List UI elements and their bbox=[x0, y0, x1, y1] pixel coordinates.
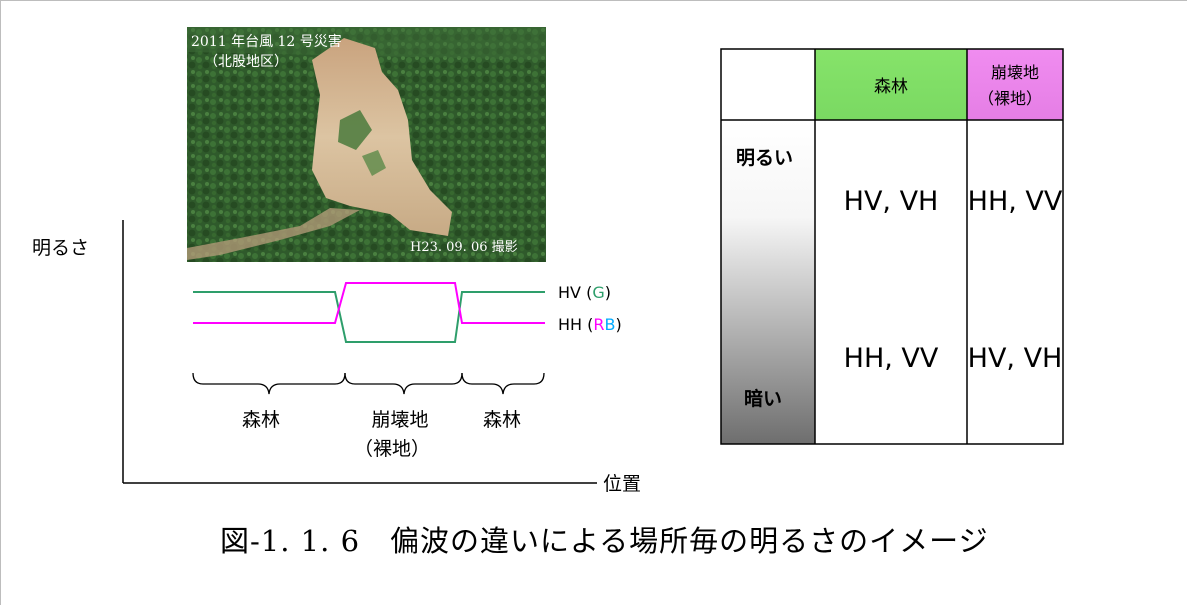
header-landslide-line2: （裸地） bbox=[978, 89, 1042, 108]
cell-dark-landslide: HV, VH bbox=[968, 343, 1063, 374]
landslide-scar bbox=[312, 38, 452, 236]
header-cell-landslide bbox=[967, 49, 1063, 120]
region-forest-left: 森林 bbox=[242, 409, 280, 431]
polarization-table: 森林 崩壊地 （裸地） 明るい 暗い HV, VH HH, VV HH, VV … bbox=[720, 48, 1064, 445]
y-axis-label: 明るさ bbox=[32, 237, 89, 259]
vegetation-patch bbox=[362, 150, 386, 176]
photo-title-line1: 2011 年台風 12 号災害 bbox=[191, 34, 342, 50]
aerial-photo: 2011 年台風 12 号災害 （北股地区） H23. 09. 06 撮影 bbox=[187, 27, 546, 262]
photo-date: H23. 09. 06 撮影 bbox=[410, 239, 518, 255]
signal-lines: HV (G) HH (RB) bbox=[193, 282, 622, 343]
brightness-axes: 明るさ 位置 bbox=[32, 220, 641, 495]
region-landslide-line1: 崩壊地 bbox=[371, 409, 428, 431]
hh-line bbox=[193, 282, 545, 324]
region-braces bbox=[192, 372, 545, 395]
hh-legend: HH (RB) bbox=[558, 315, 622, 334]
region-forest-right: 森林 bbox=[483, 409, 521, 431]
bright-label: 明るい bbox=[736, 147, 793, 169]
figure-caption: 図-1. 1. 6 偏波の違いによる場所毎の明るさのイメージ bbox=[220, 524, 989, 558]
brace-forest-left bbox=[192, 372, 346, 395]
region-landslide-line2: （裸地） bbox=[354, 438, 430, 460]
table-corner-cell bbox=[721, 49, 815, 120]
brightness-gradient-cell bbox=[721, 120, 815, 444]
header-landslide-line1: 崩壊地 bbox=[991, 63, 1039, 82]
dark-label: 暗い bbox=[744, 387, 782, 410]
debris-track bbox=[187, 208, 360, 260]
header-forest: 森林 bbox=[874, 77, 908, 97]
x-axis-label: 位置 bbox=[603, 473, 641, 495]
photo-ridge bbox=[187, 27, 546, 60]
vegetation-patch bbox=[338, 110, 372, 150]
brace-forest-right bbox=[461, 372, 545, 395]
cell-bright-landslide: HH, VV bbox=[968, 186, 1063, 217]
region-labels: 森林 崩壊地 （裸地） 森林 bbox=[242, 409, 521, 460]
photo-title-line2: （北股地区） bbox=[204, 54, 288, 70]
cell-bright-forest: HV, VH bbox=[844, 186, 939, 217]
cell-dark-forest: HH, VV bbox=[844, 343, 939, 374]
hv-line bbox=[193, 291, 545, 343]
table-border bbox=[720, 48, 1064, 445]
brace-landslide bbox=[344, 372, 463, 395]
header-cell-forest bbox=[815, 49, 967, 120]
hv-legend: HV (G) bbox=[558, 283, 611, 302]
table-body bbox=[815, 120, 1063, 444]
